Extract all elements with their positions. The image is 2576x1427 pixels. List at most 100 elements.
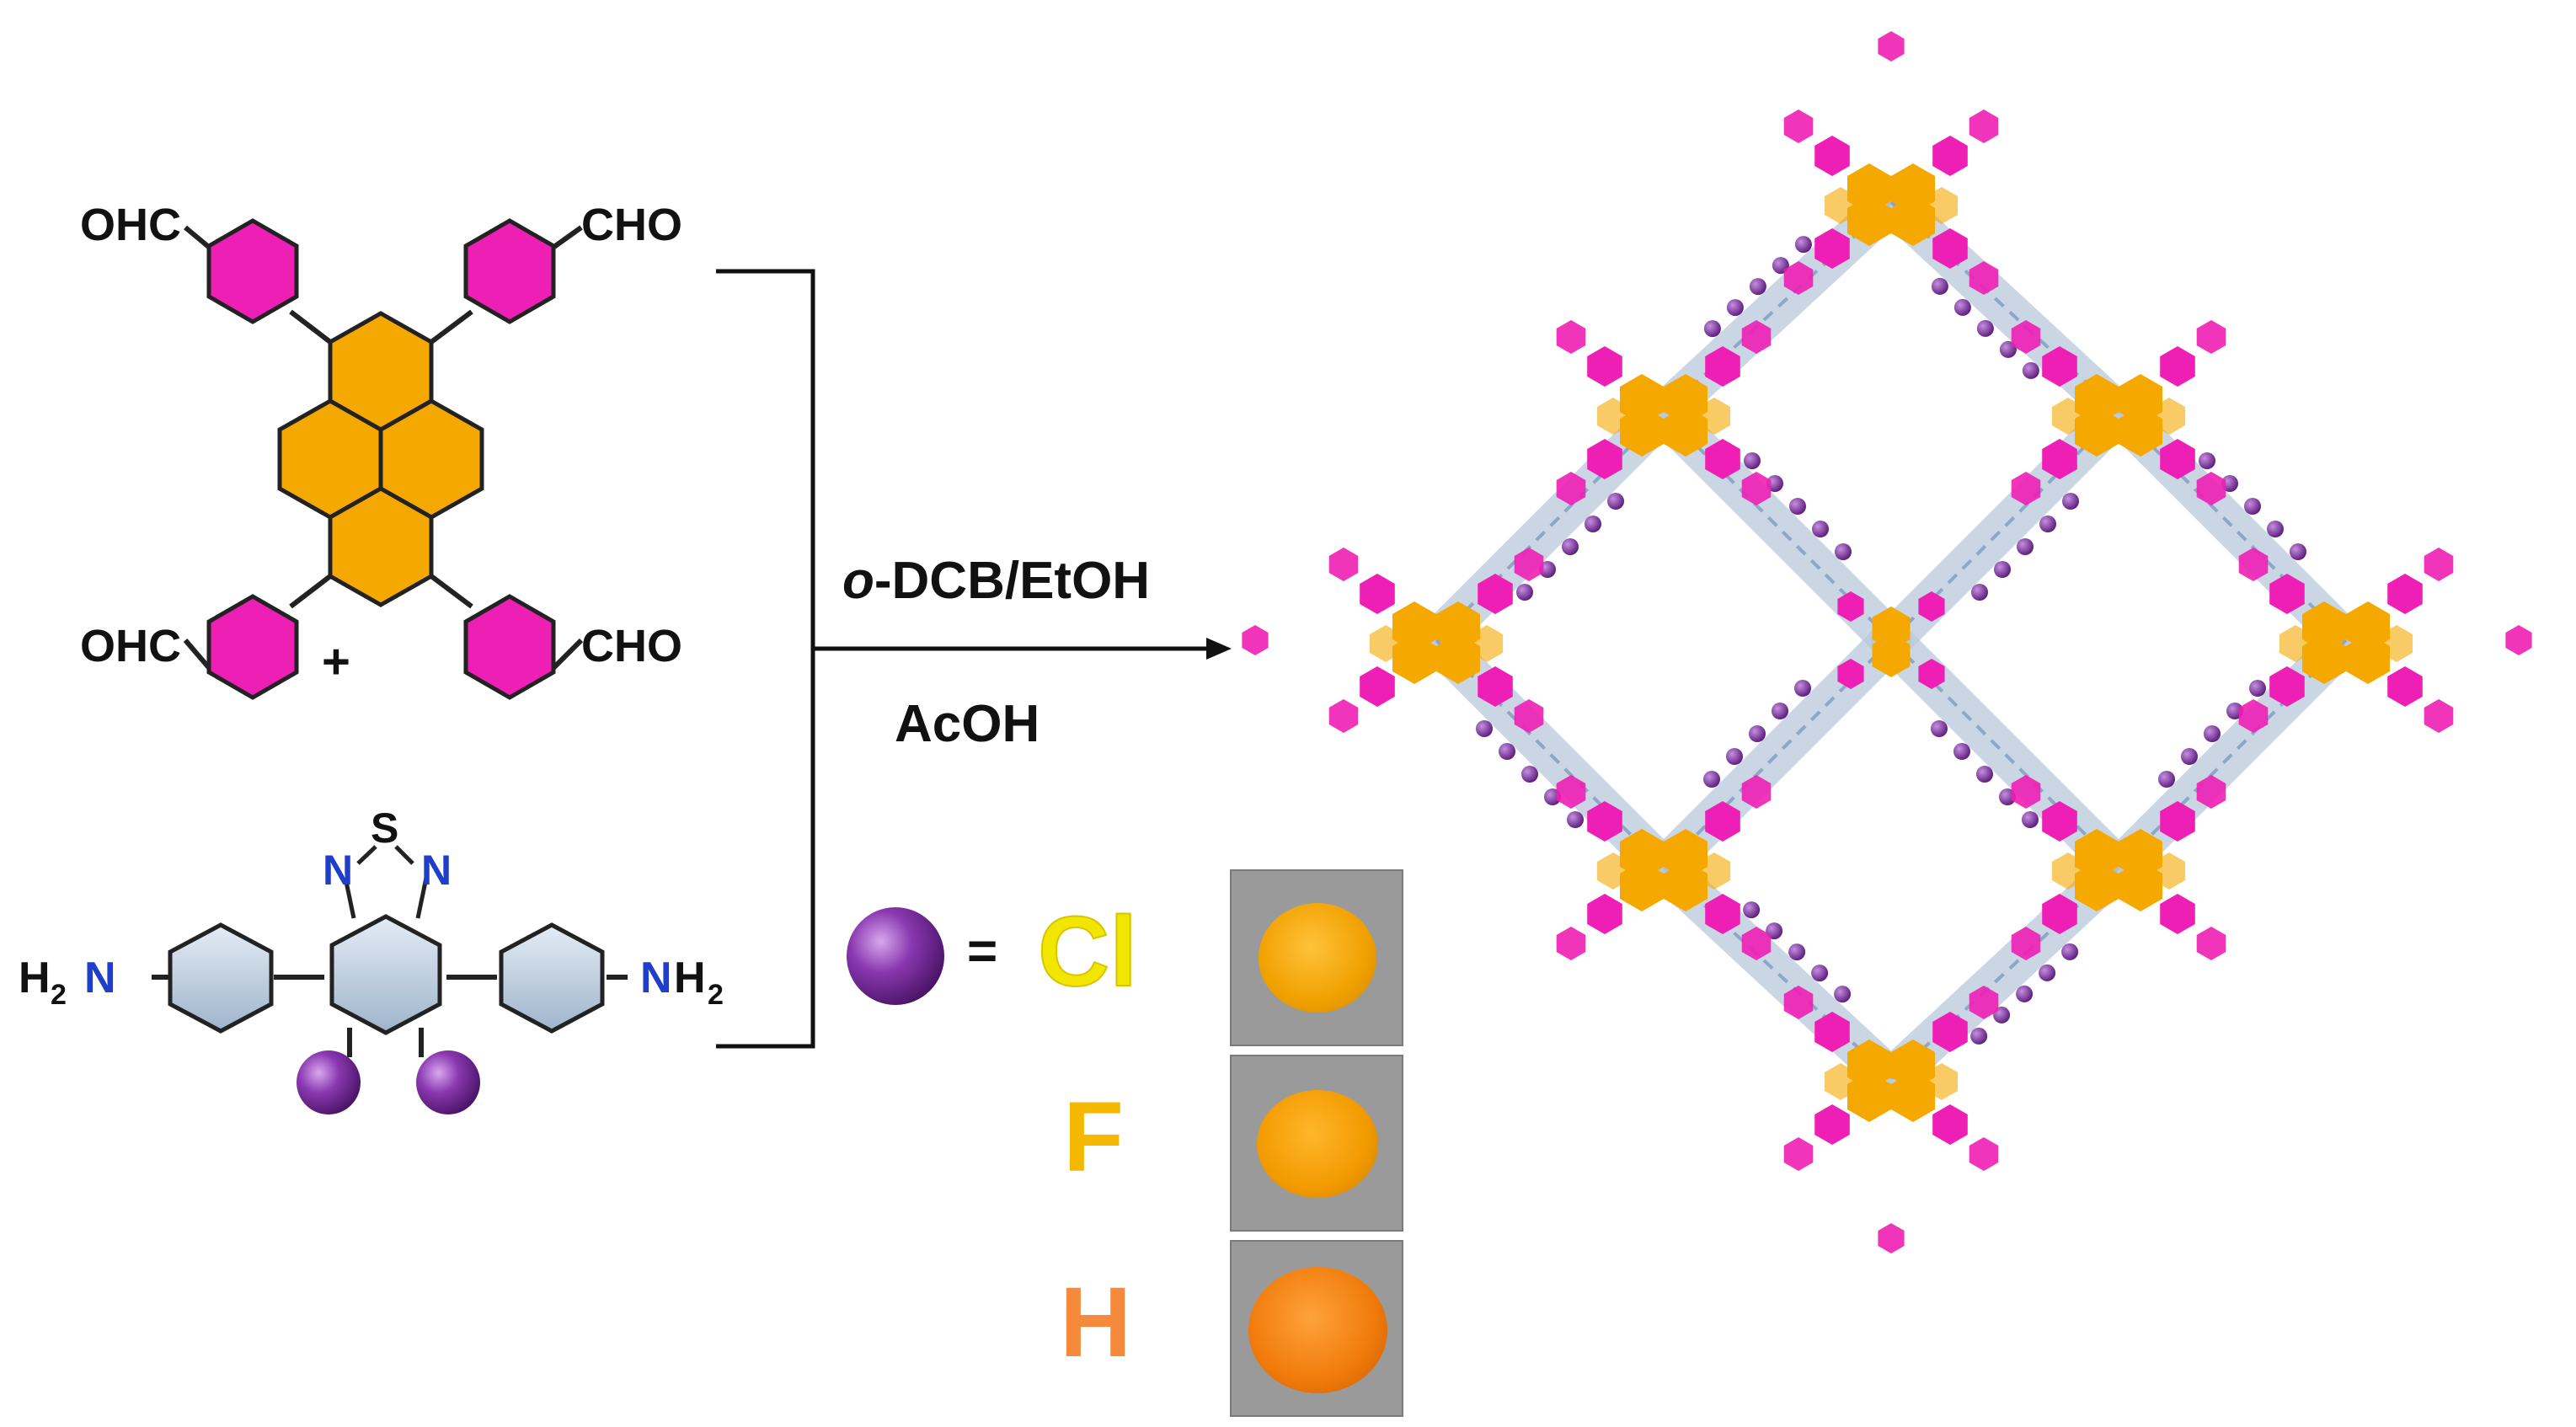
cof-linker-bond-9 (1435, 639, 1665, 869)
cof-pink-phenyl (2196, 775, 2226, 809)
amine-right-n: N (640, 954, 672, 1002)
cof-pyrene-ring (1891, 163, 1935, 214)
cof-pink-phenyl (1741, 775, 1772, 809)
cof-linker-bond-4 (1662, 200, 1893, 414)
cof-pyrene-ring (1392, 633, 1436, 684)
cof-pink-phenyl (1918, 591, 1945, 622)
cof-halogen-dot (2199, 452, 2215, 469)
legend-halogen-sphere (847, 907, 944, 1005)
cof-halogen-dot (2022, 811, 2039, 828)
cof-pink-phenyl (2042, 894, 2077, 934)
cof-pink-phenyl (2505, 625, 2532, 655)
cof-pink-phenyl (1783, 1137, 1814, 1171)
cof-halogen-dot (2290, 543, 2306, 560)
cof-pyrene-ring (2051, 398, 2085, 435)
cof-halogen-dot (2244, 498, 2261, 515)
cof-halogen-dot (1562, 538, 1579, 555)
cof-pyrene-ring (1847, 195, 1891, 246)
cof-pink-phenyl (2269, 574, 2305, 614)
cof-pink-phenyl (1587, 894, 1622, 934)
cof-halogen-dot (1703, 771, 1720, 788)
cof-halogen-dot (1834, 986, 1852, 1003)
cof-halogen-dot (1743, 901, 1761, 919)
cof-pyrene-ring (1925, 187, 1959, 224)
legend-cl-label: Cl (1038, 896, 1137, 1007)
cof-halogen-dot (1476, 720, 1493, 737)
cof-halogen-dot (1749, 725, 1766, 742)
amine-left-sub: 2 (51, 979, 67, 1011)
cof-halogen-dot (1607, 493, 1624, 510)
cof-linker-bond-8 (1435, 411, 1665, 642)
cof-halogen-dot (1835, 543, 1852, 560)
cof-halogen-dot (1726, 748, 1743, 765)
cof-pink-phenyl (2042, 346, 2077, 387)
cof-halogen-dot (1971, 584, 1988, 601)
aryl-bonds (183, 225, 584, 672)
blue-phenyl-rings (168, 914, 605, 1035)
cof-pyrene-ring (2346, 601, 2390, 652)
cof-pink-phenyl (2160, 801, 2195, 842)
cof-pyrene-ring (1925, 1063, 1959, 1100)
cof-pink-phenyl (1514, 699, 1544, 733)
cof-linker-bond-1 (1889, 411, 2120, 642)
cof-pink-phenyl (1587, 801, 1622, 842)
cof-pyrene-ring (2302, 633, 2346, 684)
cof-pink-phenyl (2196, 472, 2226, 505)
cof-framework-structure (1242, 31, 2532, 1253)
cof-pink-phenyl (1814, 136, 1850, 176)
cof-pyrene-ring (1847, 163, 1891, 214)
cof-pink-phenyl (1814, 1104, 1850, 1145)
cof-pink-phenyl (2011, 320, 2041, 354)
cof-halogen-dot (1567, 811, 1584, 828)
amine-bonds (152, 975, 628, 1057)
cof-pink-phenyl (2042, 801, 2077, 842)
cof-halogen-dot (1953, 743, 1970, 760)
cof-halogen-dot (1931, 277, 1948, 295)
reaction-bracket (716, 269, 815, 1049)
cof-halogen-dot (1976, 319, 1994, 337)
cof-pyrene-ring (1824, 187, 1857, 224)
thiadiazole-ring (343, 845, 429, 919)
cof-pyrene-ring (1847, 1072, 1891, 1122)
cof-pyrene-ring (2302, 601, 2346, 652)
cof-linker-bond-7 (1889, 866, 2120, 1080)
amine-left-h: H (19, 954, 51, 1002)
cof-halogen-dot (2061, 943, 2079, 960)
cof-pyrene-ring (1369, 625, 1403, 662)
legend-equals: = (967, 922, 997, 981)
benzothiadiazole-diamine-molecule: S N N H 2 N N H 2 (19, 804, 724, 1114)
cof-pyrene-ring (1436, 601, 1480, 652)
cof-pink-phenyl (1242, 625, 1269, 655)
cof-pink-phenyl (1705, 801, 1740, 842)
amine-right-sub: 2 (708, 979, 724, 1011)
cof-pink-phenyl (1932, 1012, 1968, 1052)
amine-right-h: H (674, 954, 706, 1002)
cof-pyrene-ring (2119, 829, 2162, 879)
cof-halogen-dot (1788, 943, 1806, 961)
cof-pyrene-ring (1697, 398, 1731, 435)
cof-pink-phenyl (1741, 472, 1772, 505)
legend-f-label: F (1063, 1082, 1124, 1193)
cof-pyrene-ring (1620, 406, 1664, 457)
thiadiazole-n-right-label: N (421, 847, 452, 894)
halogen-sphere-right (416, 1050, 480, 1114)
cof-halogen-dot (1726, 299, 1744, 317)
cof-pink-phenyl (1932, 228, 1968, 269)
cof-pyrene-ring (2075, 374, 2119, 425)
cof-pyrene-ring (1847, 1040, 1891, 1090)
cof-pyrene-ring (1620, 374, 1664, 425)
cof-pink-phenyl (1814, 1012, 1850, 1052)
cof-pyrene-ring (1620, 861, 1664, 911)
cof-halogen-dot (2062, 493, 2079, 510)
cof-pink-phenyl (2042, 439, 2077, 479)
cof-halogen-dot (2017, 538, 2034, 555)
cof-pink-phenyl (2011, 472, 2041, 505)
cof-halogen-dot (2039, 516, 2056, 532)
thiadiazole-n-left-label: N (323, 847, 353, 894)
cof-pink-phenyl (1514, 548, 1544, 581)
thiadiazole-s-label: S (371, 804, 398, 852)
cof-pink-phenyl (1705, 346, 1740, 387)
cof-linker-bond-11 (2117, 639, 2348, 869)
cof-linker-bond-0 (1662, 411, 1893, 642)
cof-halogen-dot (1521, 766, 1538, 783)
